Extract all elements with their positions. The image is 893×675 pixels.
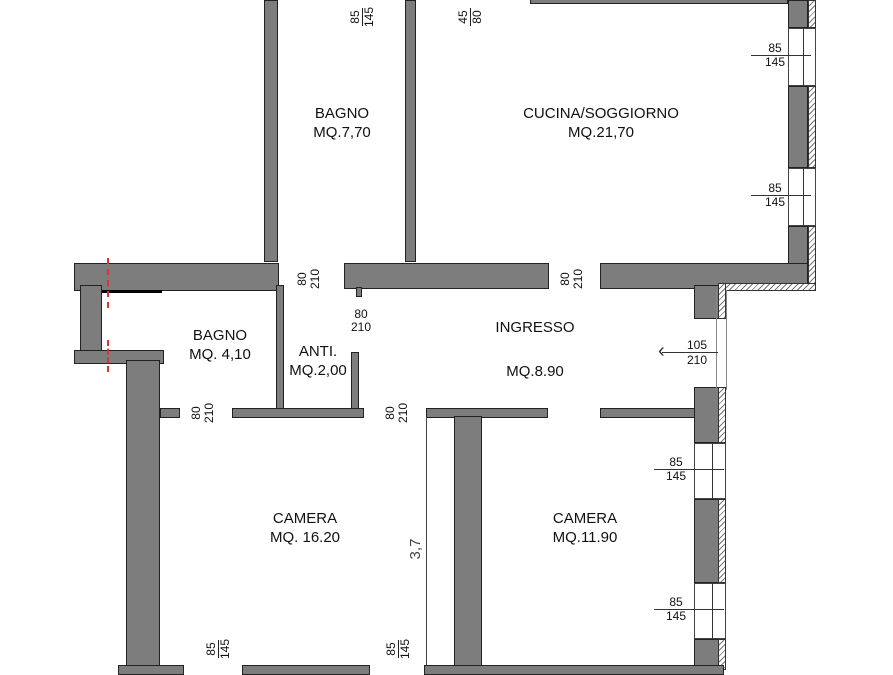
room-area: MQ.2,00 [289,362,347,379]
entrance-arrow-line [662,352,718,353]
room-label-camera-2: CAMERA MQ.11.90 [553,509,618,547]
wall [788,0,808,28]
wall [426,408,548,418]
door-frame-line [716,290,717,390]
wall-exterior [718,387,726,443]
room-name: BAGNO [314,105,370,122]
dimension-window: 85 145 [654,596,724,623]
wall-exterior [808,0,816,28]
wall [351,352,359,412]
window-line [712,583,713,639]
wall [344,263,549,289]
dimension-window: 85 145 [384,638,412,660]
window-frame [694,583,726,639]
wall-exterior [718,283,726,319]
room-label-bagno-small: BAGNO MQ. 4,10 [189,326,251,364]
room-area: MQ.8.90 [506,363,564,380]
dimension-door: 80 210 [558,268,585,290]
room-label-ingresso: INGRESSO [495,318,574,337]
wall [405,0,416,262]
wall [74,263,279,291]
section-marker [107,340,109,372]
room-area: MQ.21,70 [568,124,634,141]
wall-blackline [102,290,162,293]
dimension-door: 80 210 [295,268,322,290]
window-frame [694,443,726,499]
window-line [712,443,713,499]
wall [276,285,284,413]
room-area: MQ. 16.20 [269,529,341,546]
room-label-bagno: BAGNO MQ.7,70 [313,104,371,142]
wall [694,499,720,583]
section-marker [107,258,109,308]
wall [264,0,278,262]
room-name: CUCINA/SOGGIORNO [523,105,679,122]
wall-exterior [808,86,816,168]
wall [694,639,720,670]
dimension-window: 85 145 [654,456,724,483]
wall [118,665,184,675]
wall [424,665,724,675]
window-frame [788,28,816,86]
dimension-window: 45 80 [456,8,484,26]
wall [126,360,160,670]
wall [600,408,698,418]
room-label-anti: ANTI. MQ.2,00 [289,342,347,380]
dimension-window: 85 145 [751,182,811,209]
dimension-door: 80 210 [350,307,372,334]
wall [530,0,788,4]
wall [160,408,180,418]
window-line [803,168,804,226]
room-label-cucina: CUCINA/SOGGIORNO MQ.21,70 [523,104,679,142]
wall-exterior [718,499,726,583]
window-line [803,28,804,86]
dimension-window: 85 145 [204,638,232,660]
room-area: MQ.7,70 [313,124,371,141]
dimension-window: 85 145 [751,42,811,69]
wall-exterior [724,283,816,291]
room-area: MQ.11.90 [552,529,618,546]
wall [788,86,808,168]
door-frame-line [726,290,727,390]
room-label-camera-1: CAMERA MQ. 16.20 [270,509,340,547]
room-name: ANTI. [298,343,338,360]
window-frame [788,168,816,226]
room-area: MQ. 4,10 [189,346,251,363]
wall [232,408,364,418]
room-name: CAMERA [552,510,618,527]
dimension-window: 85 145 [348,6,376,28]
room-label-ingresso-area: MQ.8.90 [506,362,564,381]
wall [80,285,102,355]
room-name: CAMERA [272,510,338,527]
room-name: BAGNO [192,327,248,344]
dimension-entrance: 105 210 [686,338,708,367]
wall [356,287,362,297]
dimension-door: 80 210 [189,402,216,424]
wall [454,416,482,670]
room-name: INGRESSO [495,319,575,336]
arrow-left-icon: ‹ [658,340,665,362]
wall [694,387,720,443]
dimension-door: 80 210 [383,402,410,424]
dimension-line [426,417,456,670]
wall-exterior [808,226,816,290]
dimension-wall-length: 3,7 [407,538,424,560]
wall [242,665,370,675]
